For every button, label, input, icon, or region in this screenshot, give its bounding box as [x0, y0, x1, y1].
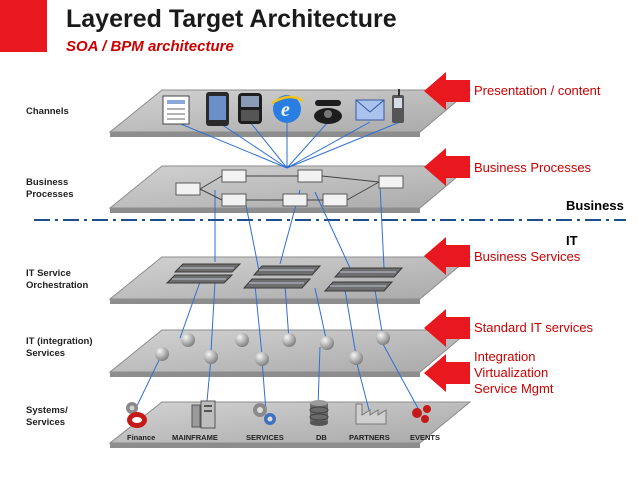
- layer-label-it-integration-services: IT (integration) Services: [26, 336, 93, 360]
- system-label-services: SERVICES: [246, 433, 284, 442]
- mobile-phone-icon: [206, 92, 229, 126]
- layer-label-it-service-orchestration: IT Service Orchestration: [26, 268, 88, 292]
- presentation-arrow: [424, 72, 470, 110]
- business-processes-arrow: [424, 148, 470, 186]
- label-standard-it-services: Standard IT services: [474, 320, 593, 335]
- label-service-mgmt: Service Mgmt: [474, 381, 554, 396]
- system-label-db: DB: [316, 433, 327, 442]
- label-integration-group: Integration Virtualization Service Mgmt: [474, 349, 553, 397]
- label-business-services: Business Services: [474, 249, 581, 264]
- label-integration: Integration: [474, 349, 536, 364]
- system-label-mainframe: MAINFRAME: [172, 433, 218, 442]
- database-icon: [309, 400, 329, 426]
- telephone-icon: [314, 100, 342, 124]
- channel-links: [133, 121, 421, 413]
- form-icon: [162, 95, 190, 125]
- web-browser-icon: e: [271, 95, 304, 123]
- events-icon: [412, 405, 431, 423]
- layer-label-systems-services: Systems/ Services: [26, 405, 68, 429]
- layer-label-line: IT (integration): [26, 336, 93, 347]
- layer-label-channels: Channels: [26, 106, 69, 117]
- accent-bar: [0, 0, 47, 52]
- layer-label-line: Processes: [26, 189, 74, 200]
- layer-label-business-processes: Business Processes: [26, 177, 74, 201]
- orchestration-modules: [165, 263, 404, 292]
- system-label-events: EVENTS: [410, 433, 441, 442]
- layer-label-line: Services: [26, 348, 66, 359]
- smartphone-icon: [238, 93, 262, 124]
- integration-arrow: [424, 354, 470, 392]
- mainframe-icon: [191, 400, 216, 429]
- label-business-processes: Business Processes: [474, 160, 592, 175]
- label-virtualization: Virtualization: [474, 365, 549, 380]
- layer-label-line: IT Service: [26, 268, 71, 279]
- layer-label-line: Systems/: [26, 405, 68, 416]
- business-services-arrow: [424, 237, 470, 275]
- finance-system-icon: [126, 402, 147, 428]
- email-icon: [355, 99, 385, 121]
- layer-label-line: Orchestration: [26, 280, 89, 291]
- label-it-side: IT: [566, 233, 578, 248]
- system-label-finance: Finance: [127, 433, 156, 442]
- label-presentation-content: Presentation / content: [474, 83, 601, 98]
- services-gear-icon: [253, 403, 276, 425]
- slide-title: Layered Target Architecture: [66, 5, 397, 33]
- handheld-device-icon: [392, 89, 404, 123]
- standard-it-arrow: [424, 309, 470, 347]
- partners-factory-icon: [355, 403, 387, 425]
- integration-service-nodes: [155, 331, 390, 366]
- layer-label-line: Services: [26, 417, 66, 428]
- svg-text:e: e: [281, 99, 290, 121]
- process-flow: [175, 169, 404, 207]
- system-label-partners: PARTNERS: [349, 433, 390, 442]
- label-business-side: Business: [566, 198, 624, 213]
- layer-label-line: Business: [26, 177, 69, 188]
- layer-arrows: [424, 72, 470, 392]
- slide-subtitle: SOA / BPM architecture: [66, 38, 234, 55]
